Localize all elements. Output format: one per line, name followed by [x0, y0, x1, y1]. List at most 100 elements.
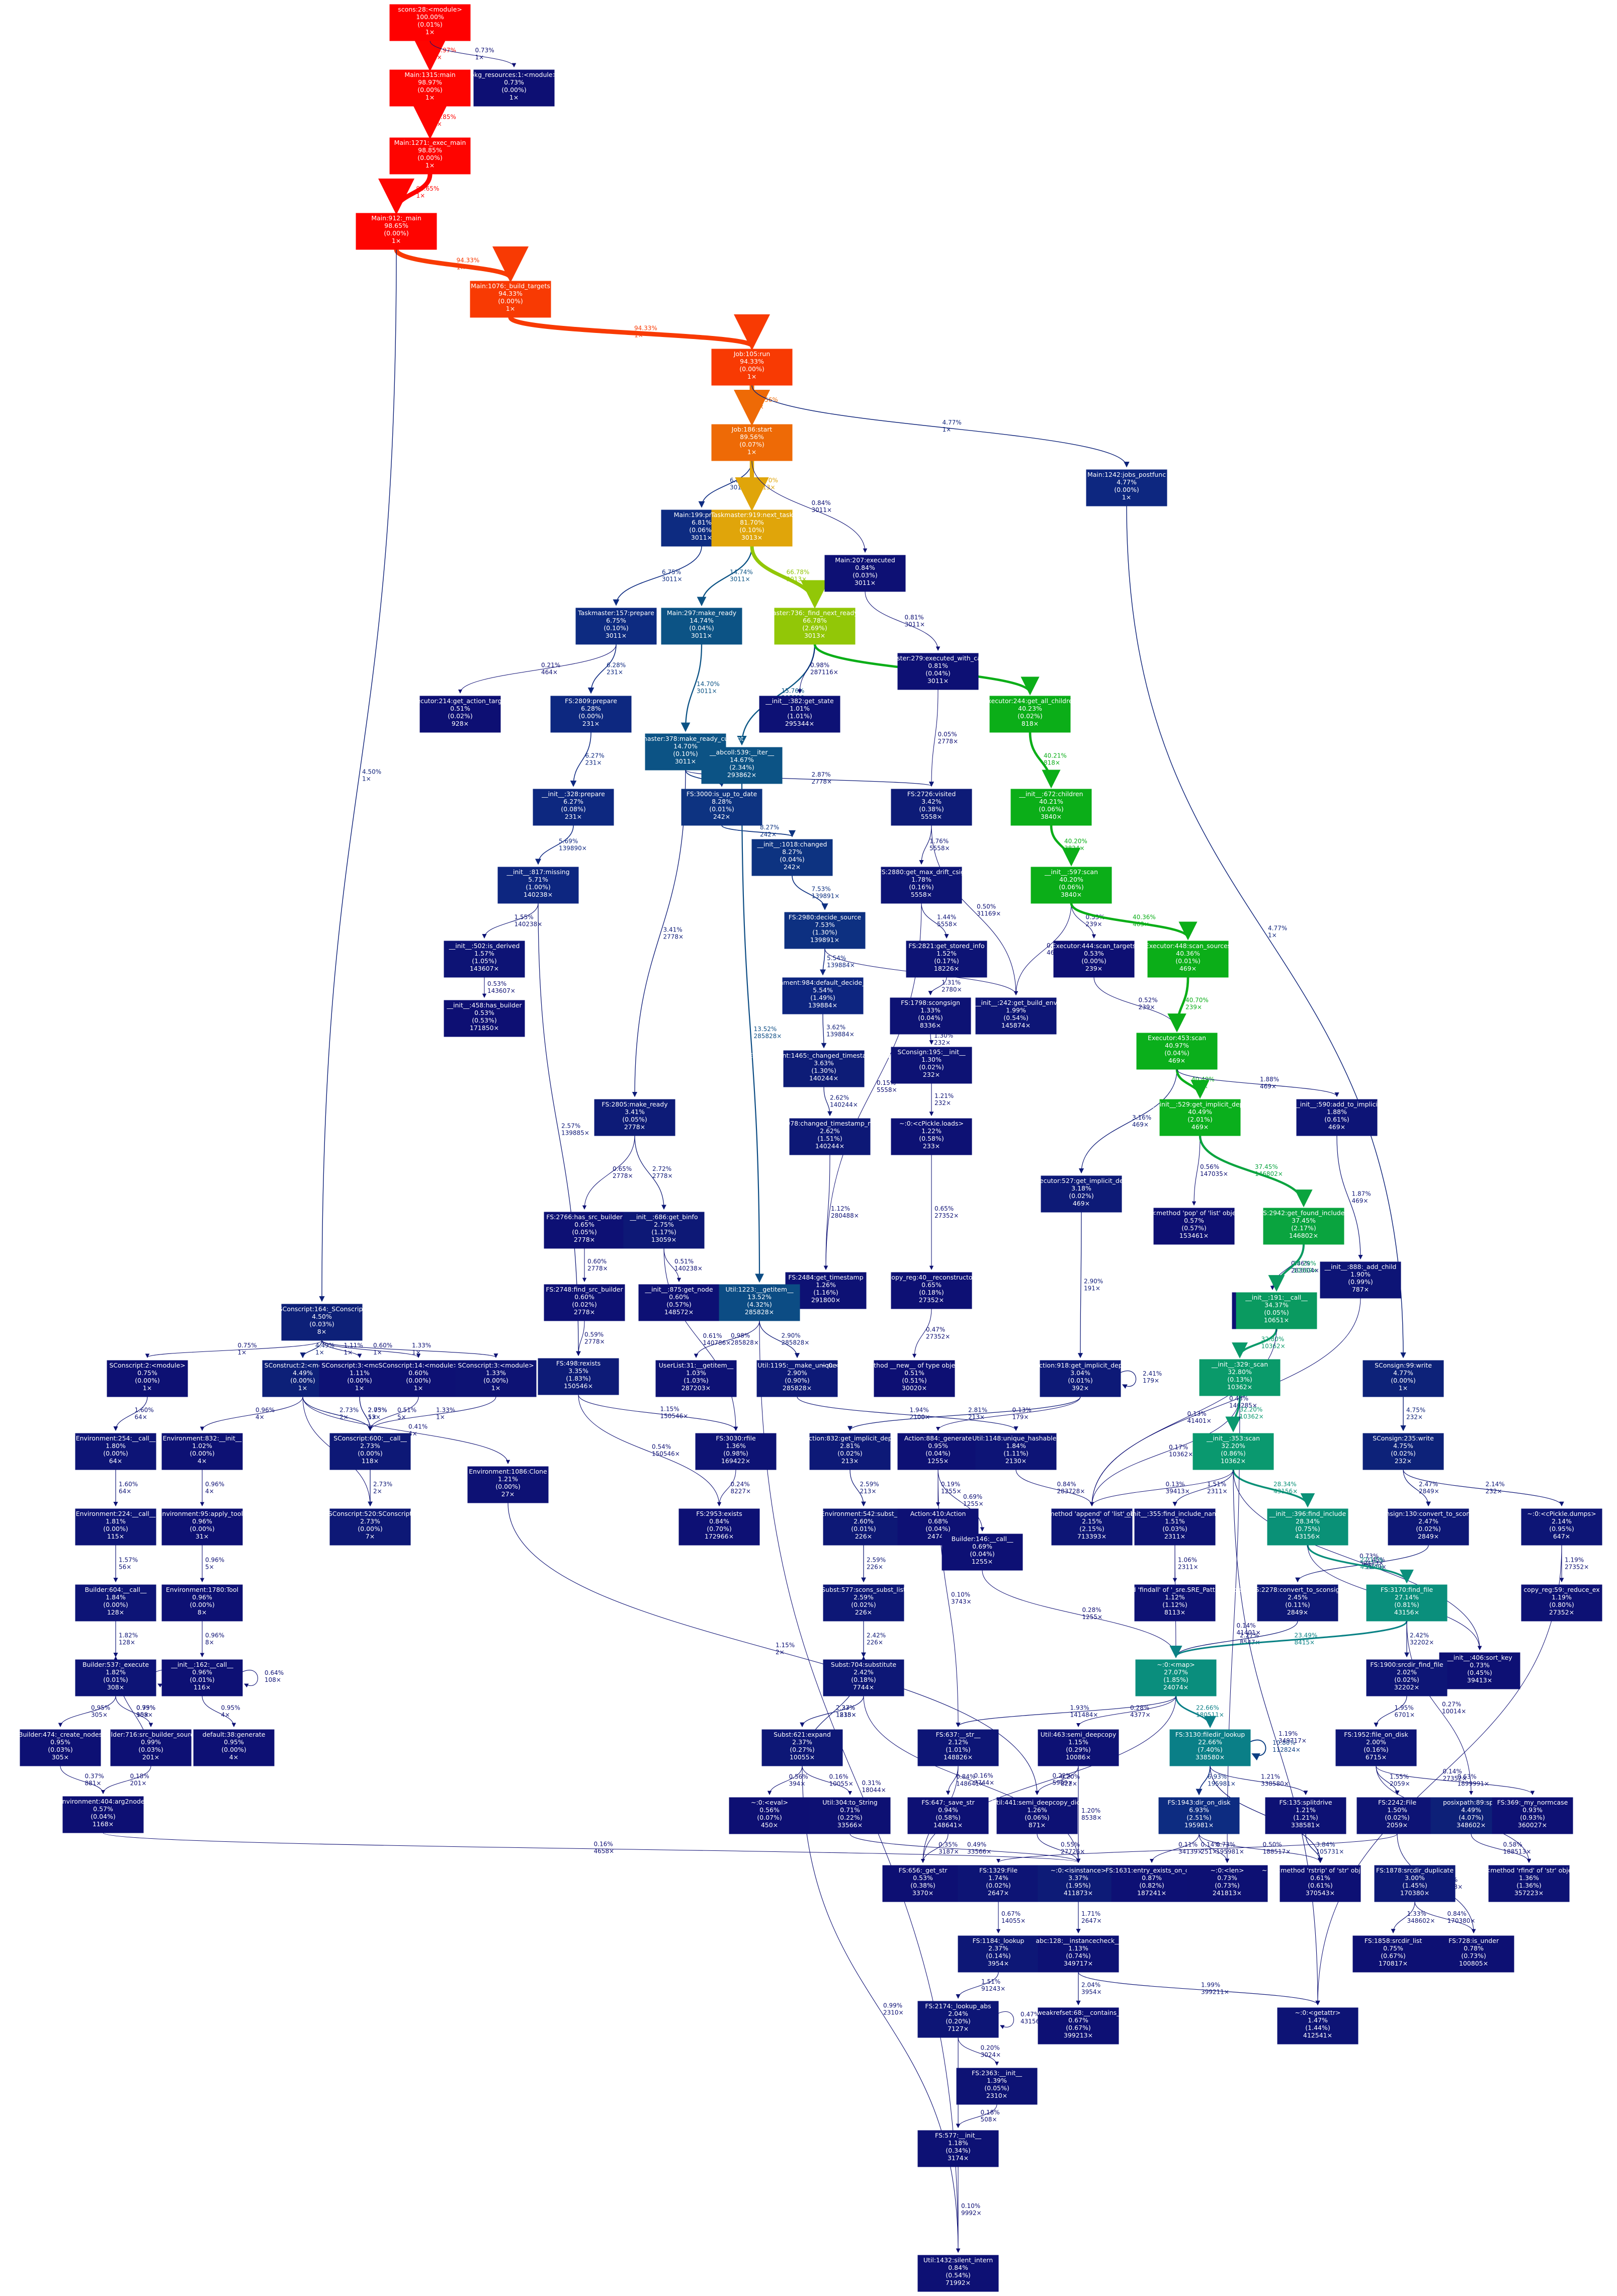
- function-node[interactable]: __init__:162:__call__0.96%(0.01%)116×: [161, 1659, 243, 1696]
- function-node[interactable]: ~:0:<len>0.73%(0.73%)241813×: [1186, 1865, 1268, 1902]
- function-node[interactable]: SConscript:600:__call__2.73%(0.00%)118×: [329, 1433, 411, 1470]
- function-node[interactable]: Environment:224:__call__1.81%(0.00%)115×: [75, 1508, 156, 1546]
- function-node[interactable]: SConscript:3:<module>1.33%(0.00%)1×: [455, 1360, 537, 1397]
- function-node[interactable]: Environment:1465:_changed_timestamp_newe…: [749, 1050, 900, 1087]
- function-node[interactable]: Environment:254:__call__1.80%(0.00%)64×: [75, 1433, 156, 1470]
- function-node[interactable]: FS:2363:__init__1.39%(0.05%)2310×: [956, 2068, 1038, 2105]
- function-node[interactable]: ~:0:<isinstance>3.37%(1.95%)411873×: [1038, 1865, 1119, 1902]
- function-node[interactable]: SConscript:14:<module>0.60%(0.00%)1×: [378, 1360, 459, 1397]
- function-node[interactable]: FS:637:__str__2.12%(1.01%)148826×: [917, 1729, 999, 1766]
- function-node[interactable]: ~:0:<getattr>1.47%(1.44%)412541×: [1277, 2007, 1358, 2045]
- function-node[interactable]: _weakrefset:68:__contains__0.67%(0.67%)3…: [1033, 2007, 1123, 2045]
- function-node[interactable]: scons:28:<module>100.00%(0.01%)1×: [389, 4, 471, 41]
- function-node[interactable]: ~:0:<cPickle.loads>1.22%(0.58%)233×: [891, 1118, 972, 1155]
- function-node[interactable]: ~:0:<built-in method __new__ of type obj…: [821, 1360, 1008, 1397]
- function-node[interactable]: ~:0:<method 'findall' of '_sre.SRE_Patte…: [1093, 1584, 1257, 1622]
- function-node[interactable]: pkg_resources:1:<module>0.73%(0.00%)1×: [470, 69, 558, 107]
- function-node[interactable]: __init__:191:__call__34.37%(0.05%)10651×: [1236, 1292, 1317, 1329]
- function-node[interactable]: ~:0:<method 'pop' of 'list' objects>0.57…: [1138, 1208, 1251, 1245]
- function-node[interactable]: ~:0:<eval>0.56%(0.07%)450×: [729, 1797, 810, 1834]
- function-node[interactable]: ~:0:<cPickle.dumps>2.14%(0.95%)647×: [1521, 1508, 1602, 1546]
- function-node[interactable]: ~:0:<method 'rstrip' of 'str' objects>0.…: [1262, 1865, 1379, 1902]
- function-node[interactable]: Util:1223:__getitem__13.52%(4.32%)285828…: [719, 1284, 800, 1321]
- function-node[interactable]: ~:0:<map>27.07%(1.85%)24074×: [1135, 1659, 1217, 1696]
- function-node[interactable]: ~:0:<method 'rfind' of 'str' objects>1.3…: [1472, 1865, 1586, 1902]
- function-node[interactable]: Builder:604:__call__1.84%(0.00%)128×: [75, 1584, 156, 1622]
